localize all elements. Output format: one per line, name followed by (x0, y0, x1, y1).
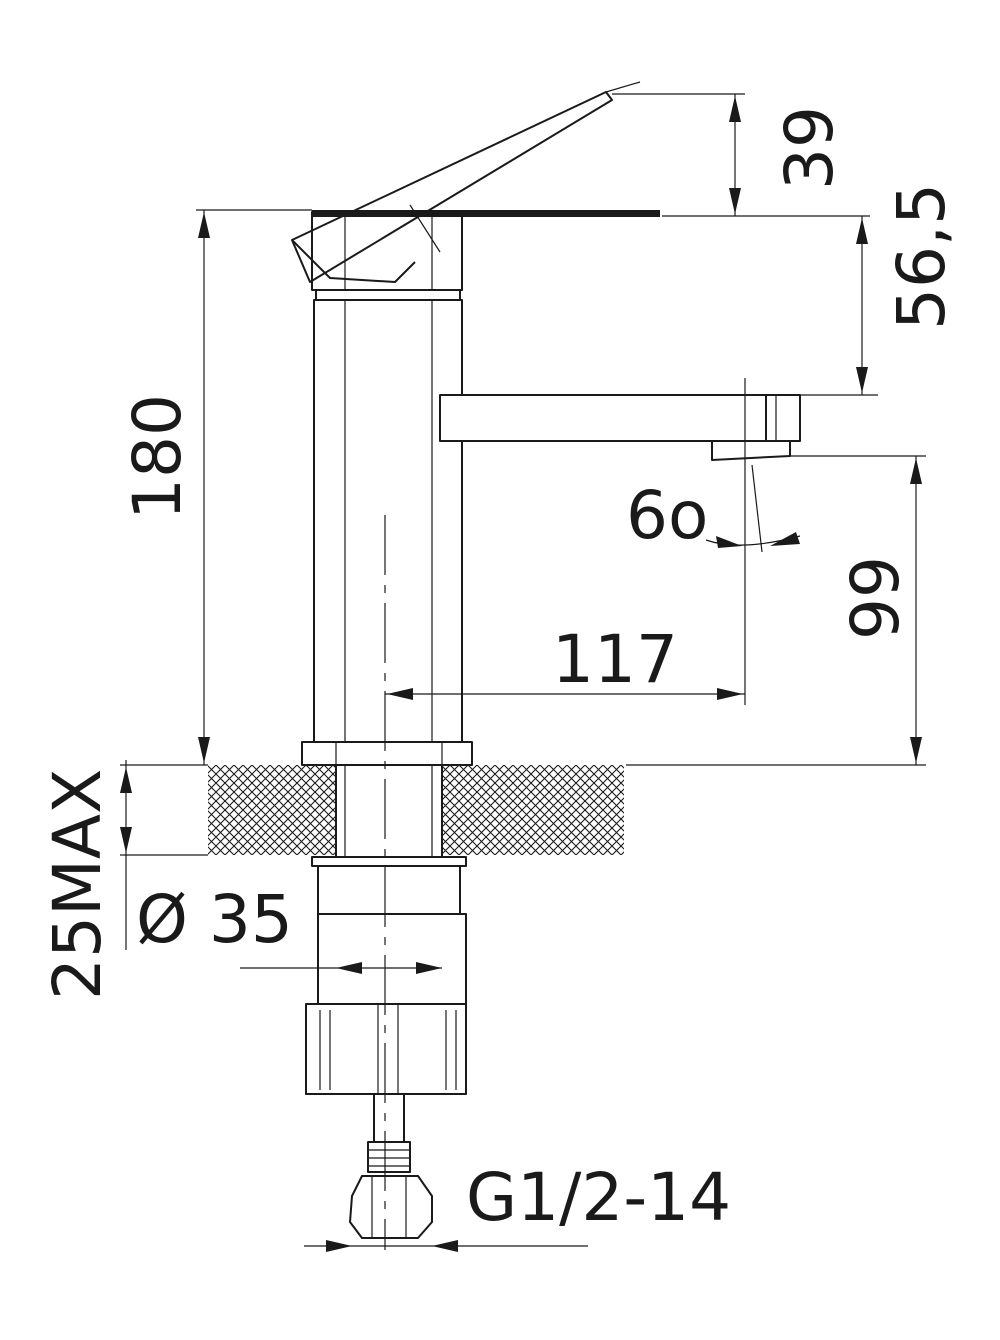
dimension-99: 99 (626, 455, 926, 766)
dimension-25max: 25MAX (39, 760, 208, 1000)
label-99: 99 (837, 556, 914, 640)
lever-raised (291, 81, 641, 283)
dimension-117: 117 (385, 621, 745, 700)
dimension-39: 39 (612, 93, 870, 217)
label-25max: 25MAX (39, 769, 116, 1000)
label-180: 180 (119, 394, 196, 520)
dimension-6-degree: 6o (626, 378, 801, 705)
countertop (208, 765, 624, 855)
label-diameter-35: Ø 35 (136, 881, 293, 958)
label-39: 39 (771, 106, 848, 190)
faucet-body (291, 81, 801, 1250)
label-6-degree: 6o (626, 477, 708, 554)
dimension-180: 180 (119, 209, 312, 765)
label-117: 117 (552, 621, 678, 698)
dimension-56-5: 56,5 (800, 183, 960, 396)
label-56-5: 56,5 (883, 183, 960, 330)
dimension-g1-2-14: G1/2-14 (304, 1159, 731, 1252)
label-g1-2-14: G1/2-14 (466, 1159, 731, 1236)
dimension-diameter-35: Ø 35 (136, 881, 442, 974)
